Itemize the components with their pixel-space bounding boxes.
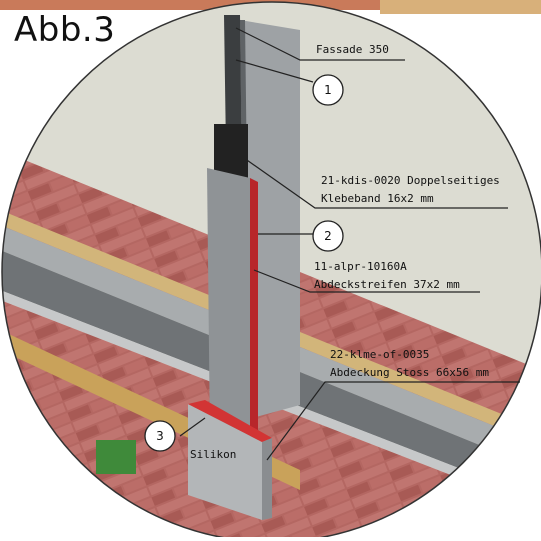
callout-3-number: 3 (156, 429, 164, 443)
label-silikon: Silikon (190, 448, 236, 461)
joint-cover-silicone (188, 400, 272, 442)
callout-3: 3 (144, 420, 176, 452)
label-cover-line2: Abdeckung Stoss 66x56 mm (330, 366, 489, 379)
top-strip-timber (380, 0, 541, 14)
leader-fassade (235, 27, 405, 61)
sealant-strip (250, 178, 258, 440)
cover-strip-panel (207, 168, 250, 440)
callout-1: 1 (312, 74, 344, 106)
leader-lines (179, 27, 520, 461)
joint-cover-side (262, 438, 272, 520)
callout-2: 2 (312, 220, 344, 252)
figure-title: Abb.3 (14, 10, 116, 50)
green-block (96, 440, 136, 474)
label-fassade: Fassade 350 (316, 43, 389, 56)
double-sided-tape (214, 124, 248, 178)
leader-3 (179, 417, 206, 437)
label-strip-line2: Abdeckstreifen 37x2 mm (314, 278, 460, 291)
leader-1 (235, 59, 314, 83)
label-tape-line2: Klebeband 16x2 mm (321, 192, 434, 205)
leader-abdeckung (266, 381, 520, 461)
label-tape-line1: 21-kdis-0020 Doppelseitiges (321, 174, 500, 187)
callout-2-number: 2 (324, 229, 332, 243)
joint-cover (188, 404, 262, 520)
callout-1-number: 1 (324, 83, 332, 97)
brick-wall-lower (2, 300, 541, 537)
leader-tape (243, 157, 508, 209)
label-strip-line1: 11-alpr-10160A (314, 260, 407, 273)
label-cover-line1: 22-klme-of-0035 (330, 348, 429, 361)
leader-abdeckstreifen (253, 269, 480, 293)
